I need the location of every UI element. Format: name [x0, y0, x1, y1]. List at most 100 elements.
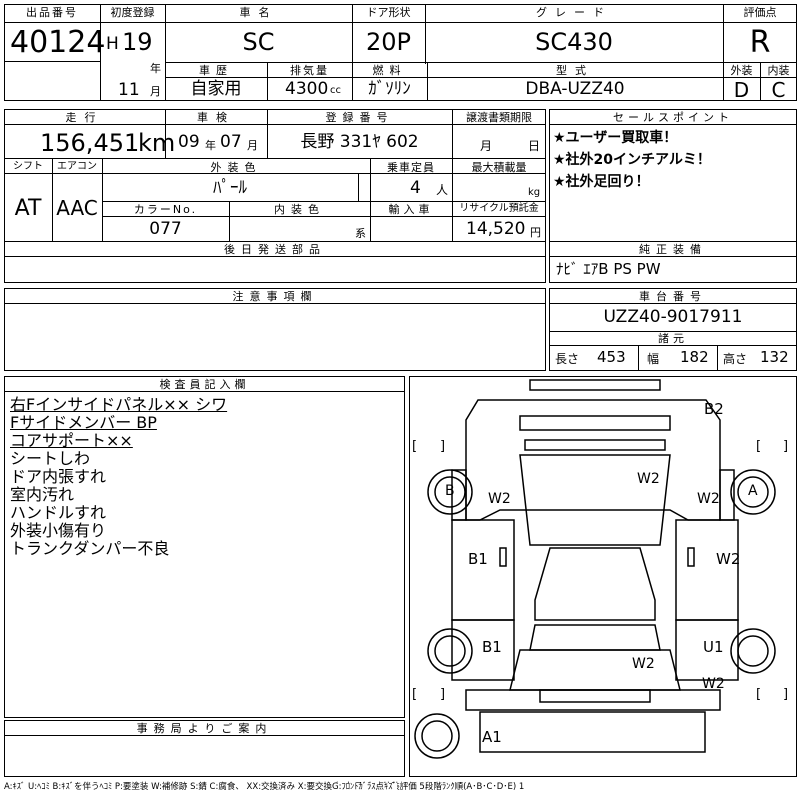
length-value: 453: [597, 348, 626, 366]
score-label: 評価点: [743, 6, 777, 19]
capacity-unit: 人: [436, 183, 449, 197]
chassis-number: UZZ40-9017911: [603, 307, 743, 327]
grade-label: グレード: [536, 6, 612, 19]
left-rear-panel: [451, 619, 515, 681]
model-code-label: 型式: [556, 64, 594, 77]
inspector-note-line: コアサポート××: [10, 431, 133, 450]
grade: SC430: [535, 28, 613, 56]
exterior-label: 外装: [730, 64, 753, 77]
height-label: 高さ: [723, 352, 748, 366]
mark-w2-trunk: W2: [632, 656, 655, 672]
equipment-box: [549, 241, 797, 283]
aircon: AAC: [56, 196, 98, 220]
mark-b1-rear-left: B1: [482, 638, 502, 656]
aircon-label: エアコン: [57, 161, 97, 172]
inspector-note-line: Fサイドメンバー BP: [10, 413, 157, 432]
bracket-right-front-close: ]: [783, 439, 789, 454]
spare-wheel-inner: [421, 720, 453, 752]
front-grille: [519, 415, 671, 431]
displacement: 4300: [285, 79, 329, 99]
wheel-left-front-inner: [434, 476, 466, 508]
wheel-right-front-outer: [730, 469, 776, 515]
model-code: DBA-UZZ40: [525, 79, 625, 99]
vehicle-table: [4, 109, 546, 242]
mark-w2-right-fender: W2: [697, 491, 720, 507]
specs-title: 諸元: [658, 332, 688, 345]
sales-point-2: ★社外20インチアルミ！: [553, 152, 711, 168]
left-door-handle: [499, 547, 507, 567]
fuel: ｶﾞｿﾘﾝ: [368, 79, 411, 99]
rear-bumper: [479, 711, 706, 753]
windshield: [534, 547, 656, 621]
recycle-label: リサイクル預託金: [459, 203, 539, 214]
int-color-label: 内装色: [274, 203, 325, 216]
office-title: 事務局よりご案内: [136, 722, 273, 735]
equipment-value: ﾅﾋﾞ ｴｱB PS PW: [556, 260, 661, 278]
inspector-note-line: シートしわ: [10, 449, 91, 468]
mark-b2-top: B2: [704, 400, 724, 418]
history-label: 車歴: [199, 64, 233, 77]
wheel-left-rear-inner: [434, 635, 466, 667]
wheel-left-front-outer: [427, 469, 473, 515]
rear-section: [465, 689, 721, 711]
capacity-label: 乗車定員: [387, 161, 435, 174]
sales-point-3: ★社外足回り！: [553, 174, 650, 190]
ext-color: ﾊﾟｰﾙ: [213, 178, 247, 198]
later-parts-title: 後日発送部品: [224, 243, 326, 256]
width-value: 182: [680, 348, 709, 366]
bracket-left-front-close: ]: [440, 439, 446, 454]
plate-number: 長野 331ﾔ 602: [300, 132, 419, 152]
exterior-score: D: [733, 78, 750, 102]
bracket-right-rear-open: [: [756, 687, 762, 702]
wheel-right-rear-outer: [730, 628, 776, 674]
sales-points-box: [549, 109, 797, 242]
inspection-label: 車検: [197, 111, 235, 124]
height-value: 132: [760, 348, 789, 366]
plate-label: 登録番号: [325, 111, 394, 124]
wheel-left-rear-outer: [427, 628, 473, 674]
legend: A:ｷｽﾞ U:ﾍｺﾐ B:ｷｽﾞを伴うﾍｺﾐ P:要塗装 W:補修跡 S:錆 …: [4, 782, 525, 792]
transfer-label: 譲渡書類期限: [466, 111, 532, 124]
hood: [519, 454, 671, 546]
fuel-label: 燃料: [372, 64, 407, 77]
length-label: 長さ: [555, 352, 580, 366]
max-load-label: 最大積載量: [471, 161, 527, 174]
era: H: [106, 34, 119, 54]
score: R: [749, 25, 771, 60]
recycle-unit: 円: [530, 226, 541, 239]
displacement-label: 排気量: [290, 64, 329, 77]
max-load-unit: kg: [528, 187, 541, 198]
mark-u1-rear-right: U1: [703, 638, 724, 656]
wheel-right-front-inner: [737, 476, 769, 508]
wheel-right-rear-inner: [737, 635, 769, 667]
inspector-note-line: ドア内張すれ: [10, 467, 107, 486]
right-door-handle: [687, 547, 695, 567]
mark-b1-left-door: B1: [468, 550, 488, 568]
inspector-note-line: 外装小傷有り: [10, 521, 107, 540]
inspection-year-unit: 年: [205, 139, 216, 152]
car-name-label: 車名: [239, 6, 278, 19]
history: 自家用: [190, 79, 242, 99]
displacement-unit: cc: [330, 85, 341, 96]
shift-label: シフト: [13, 161, 43, 172]
mark-w2-right-door: W2: [716, 550, 741, 568]
interior-label: 内装: [767, 64, 790, 77]
equipment-title: 純正装備: [639, 243, 707, 256]
inspector-note-line: ハンドルすれ: [10, 503, 107, 522]
left-front-door: [451, 519, 515, 621]
header-table: [4, 4, 797, 101]
mark-w2-rear-right: W2: [702, 676, 725, 692]
sales-points-title: セールスポイント: [613, 111, 733, 124]
width-label: 幅: [647, 352, 660, 366]
sales-point-1: ★ユーザー買取車！: [553, 130, 678, 146]
office-box: [4, 720, 405, 777]
recycle-fee: 14,520: [466, 219, 526, 239]
inspector-note-line: 右Fインサイドパネル×× シワ: [10, 395, 228, 414]
bracket-left-rear-close: ]: [440, 687, 446, 702]
bracket-right-front-open: [: [756, 439, 762, 454]
mark-w2-left-fender: W2: [488, 491, 511, 507]
door-type: 20P: [365, 28, 411, 56]
transfer-month-unit: 月: [480, 139, 493, 153]
